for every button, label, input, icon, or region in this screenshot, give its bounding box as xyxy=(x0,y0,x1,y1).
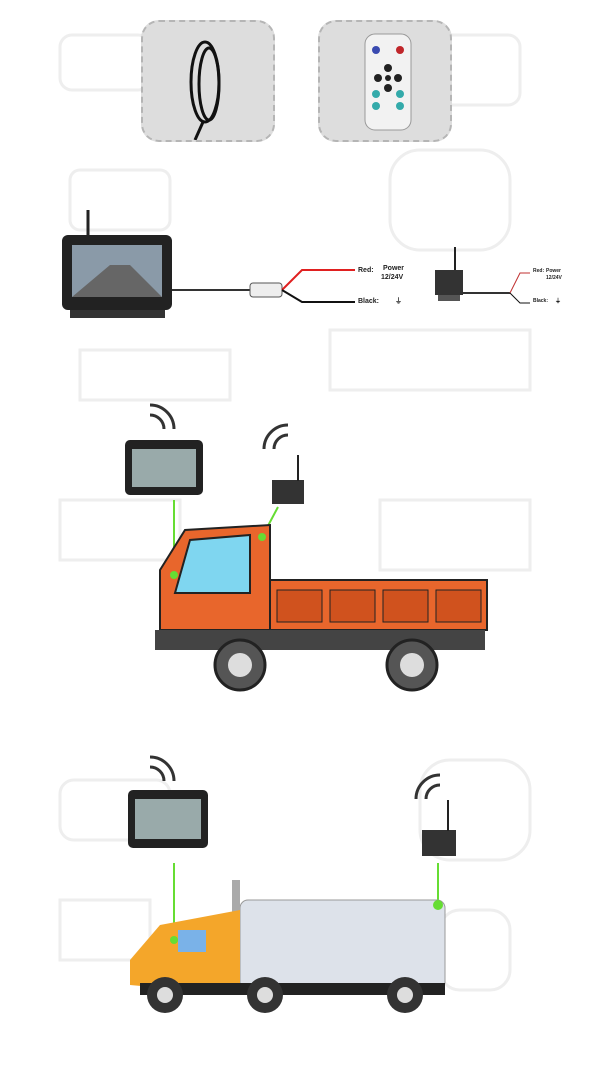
remote-control-card xyxy=(318,20,452,142)
camera-black-wire-label: Black: xyxy=(533,298,549,304)
camera-ground-symbol: ⏚ xyxy=(555,299,562,305)
cable-accessory-card xyxy=(141,20,275,142)
camera-wiring-diagram xyxy=(435,247,530,304)
ground-symbol: ⏚ xyxy=(395,298,402,305)
camera-red-wire-label: Red: xyxy=(533,268,545,274)
black-wire-label: Black: xyxy=(358,298,380,305)
power-label: Power xyxy=(383,265,405,272)
box-truck-installation xyxy=(128,755,456,1013)
camera-voltage-label: 12/24V xyxy=(546,275,562,281)
flatbed-truck-installation xyxy=(125,403,488,692)
camera-icon xyxy=(272,480,304,504)
monitor-wiring-diagram xyxy=(62,210,355,318)
remote-control-icon xyxy=(364,33,412,131)
camera-power-label: Power xyxy=(546,268,562,274)
cable-coil-icon xyxy=(189,40,221,141)
wireless-signal-icon xyxy=(149,403,176,430)
voltage-label: 12/24V xyxy=(381,274,404,281)
red-wire-label: Red: xyxy=(358,267,374,274)
